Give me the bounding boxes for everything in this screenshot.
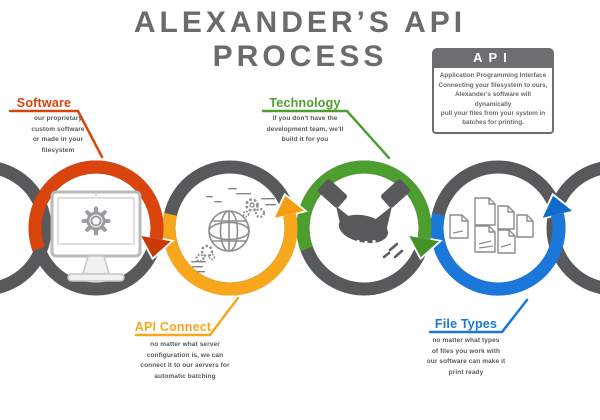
technology-arc [296,160,443,261]
monitor-base [67,273,125,282]
api-box-text: Connecting your filesystem to ours, Alex… [438,81,548,127]
documents-icon [449,197,534,254]
arc-yellow [162,212,298,296]
api-definition-box: API Application Programming Interface Co… [432,48,554,134]
api-box-header: API [432,48,554,68]
arc-red [28,160,164,252]
step-label-technology: Technology [269,96,341,110]
step-label-api-connect: API Connect [134,320,212,334]
title-line-2: PROCESS [212,39,388,73]
arc-blue [430,212,566,296]
title-line-1: ALEXANDER’S API [133,6,467,39]
ribbon-ring-left-edge [0,162,52,294]
label-connectors [8,109,529,337]
software-connector [8,109,104,159]
handshake-icon [318,179,410,259]
api-box-body: Application Programming Interface Connec… [432,68,554,134]
globe-gears-icon [191,188,276,273]
document-text-lines [452,230,512,249]
monitor-stand [82,255,110,275]
page-title: ALEXANDER’S API PROCESS [90,6,510,74]
api-connect-connector [134,296,240,337]
gear-cluster-top [242,198,266,219]
step-desc-technology: If you don't have the development team, … [266,115,344,144]
file-types-connector [428,298,529,334]
api-box-subtitle: Application Programming Interface [439,72,547,79]
file-types-arc [430,192,577,296]
software-arc [28,160,175,261]
camera-dot [95,194,97,197]
motion-dashes [382,242,404,259]
technology-connector [261,109,391,160]
arrow-up-icon [274,195,305,218]
arrow-up-icon [542,195,573,218]
step-desc-software: our proprietary custom software or made … [31,115,85,154]
step-desc-api-connect: no matter what server configuration is, … [140,341,230,380]
monitor-gear-icon [50,190,142,282]
api-connect-arc [162,192,309,296]
step-desc-file-types: no matter what types of files you work w… [426,337,506,376]
arrow-down-icon [141,236,171,258]
step-label-file-types: File Types [434,317,498,331]
gear-cluster-bottom [195,244,216,263]
arrow-down-icon [409,236,439,258]
step-label-software: Software [16,96,72,110]
gear-icon [81,206,111,236]
globe-tiny-labels [191,188,276,273]
arc-green [296,160,432,252]
